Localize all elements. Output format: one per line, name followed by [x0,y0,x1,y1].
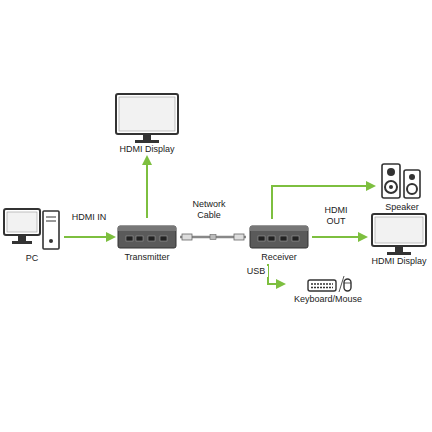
signal-arrow [146,157,148,218]
device-label: HDMI Display [112,144,182,155]
cable-plug [182,234,192,240]
device-label: Receiver [248,252,310,263]
transmitter-box-icon [116,220,178,252]
pc-computer: PC [2,203,62,264]
display-monitor: HDMI Display [368,212,430,267]
display-monitor-icon [368,212,430,256]
speaker-icon [376,160,428,202]
connection-label: HDMI OUT [318,205,354,227]
cable-coupler [210,235,216,240]
connection-label: USB [244,266,268,277]
display-monitor-icon [112,92,182,144]
device-label: Speaker [376,202,428,213]
signal-arrow [312,236,366,238]
connection-label: Network Cable [188,199,230,221]
device-label: PC [2,253,62,264]
signal-arrow [64,236,114,238]
speaker: Speaker [376,160,428,213]
device-label: HDMI Display [368,256,430,267]
device-label: Transmitter [116,252,178,263]
receiver-box-icon [248,220,310,252]
display-monitor: HDMI Display [112,92,182,155]
transmitter-box: Transmitter [116,220,178,263]
device-label: Keyboard/Mouse [286,294,370,305]
keyboard-mouse-icon [286,272,370,294]
cable-plug [234,234,244,240]
receiver-box: Receiver [248,220,310,263]
signal-arrow [268,264,284,284]
pc-computer-icon [2,203,62,253]
keyboard-mouse: Keyboard/Mouse [286,272,370,305]
connection-label: HDMI IN [66,212,112,223]
